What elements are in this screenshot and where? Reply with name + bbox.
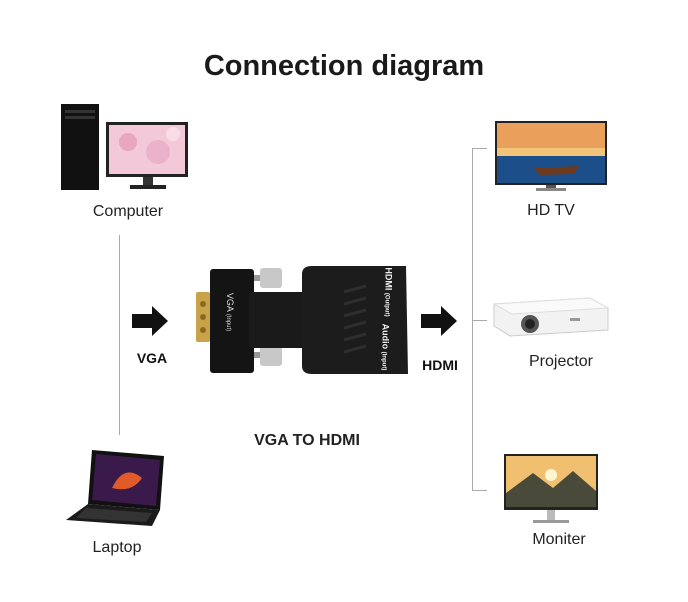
laptop-illustration (66, 450, 164, 526)
diagram-title: Connection diagram (203, 50, 485, 82)
computer-label: Computer (92, 203, 164, 220)
hdmi-port-label: HDMI (Output) (384, 267, 394, 316)
audio-port-name: Audio (380, 323, 391, 350)
laptop-label: Laptop (92, 539, 142, 556)
hdmi-port-sub: (Output) (383, 292, 390, 317)
vga-port-label: VGA (Input) (225, 293, 235, 331)
monitor-label: Moniter (532, 531, 586, 548)
bracket-tick (472, 490, 487, 491)
projector-label: Projector (528, 353, 594, 370)
vga-to-hdmi-adapter: VGA (Input) HDMI (Output) Audio (Input) (194, 262, 414, 380)
bracket-tick (472, 320, 487, 321)
hdmi-port-name: HDMI (383, 267, 394, 291)
bracket-tick (472, 148, 487, 149)
arrow-right-icon (132, 306, 168, 336)
vga-port-name: VGA (225, 292, 236, 312)
arrow-right-icon (421, 306, 457, 336)
tv-illustration (495, 121, 607, 191)
vga-label: VGA (136, 350, 168, 366)
adapter-caption: VGA TO HDMI (254, 432, 360, 449)
hdmi-label: HDMI (422, 357, 458, 373)
source-connector-line (119, 235, 120, 435)
vga-port-sub: (Input) (225, 313, 232, 332)
projector-illustration (492, 297, 610, 337)
hd-tv-label: HD TV (527, 202, 575, 219)
monitor-illustration (504, 454, 598, 523)
output-bracket-line (472, 148, 473, 491)
computer-illustration (61, 104, 188, 190)
